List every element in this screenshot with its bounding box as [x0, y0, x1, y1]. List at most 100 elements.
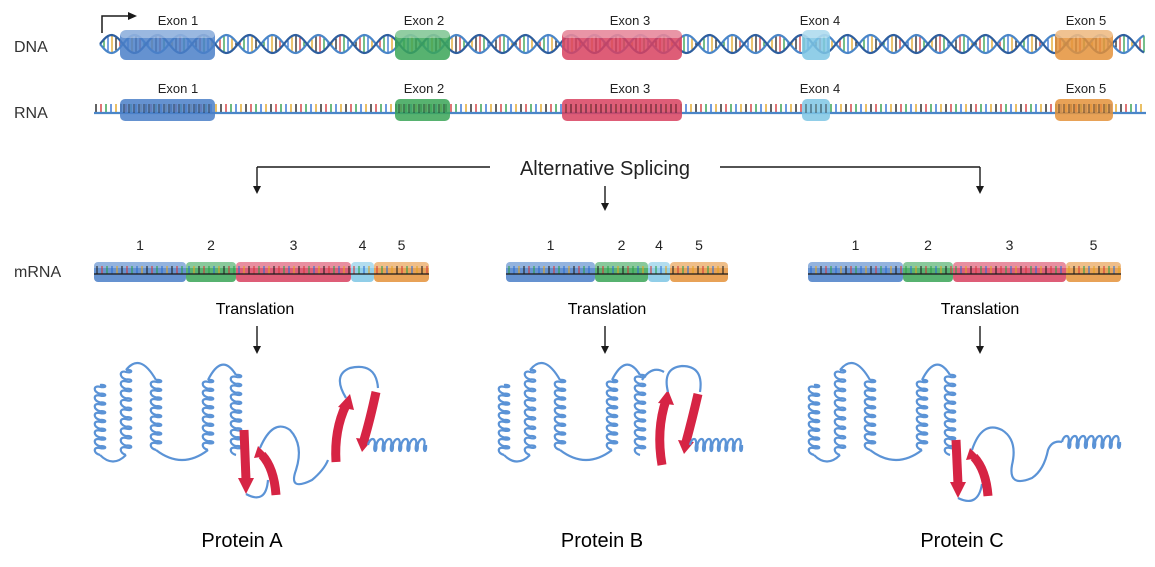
alpha-helix	[93, 383, 107, 457]
protein-b-label: Protein B	[561, 530, 643, 552]
loop	[921, 363, 951, 381]
mrna-exon-number: 2	[618, 237, 626, 253]
loop	[155, 449, 209, 462]
alpha-helix	[229, 373, 243, 457]
beta-strand-arrowhead	[338, 394, 354, 410]
mrna-exon-number: 1	[852, 237, 860, 253]
mrna-exon-number: 1	[547, 237, 555, 253]
alpha-helix	[119, 368, 133, 457]
mrna-exon-number: 5	[695, 237, 703, 253]
alpha-helix	[915, 378, 929, 452]
mrna-exon-number: 2	[924, 237, 932, 253]
dna-label: DNA	[14, 39, 48, 56]
dna-exon-highlight	[1055, 30, 1113, 38]
loop	[839, 361, 871, 381]
loop	[970, 426, 1063, 483]
alpha-helix	[833, 368, 847, 457]
translation-label-b: Translation	[568, 301, 647, 318]
alpha-helix	[553, 378, 567, 452]
mrna-exon-number: 5	[1090, 237, 1098, 253]
alpha-helix	[201, 378, 215, 452]
mrna-exon-number: 4	[655, 237, 663, 253]
loop	[207, 363, 237, 381]
dna-exon-2	[395, 30, 450, 60]
loop	[641, 368, 665, 381]
beta-strand	[239, 429, 251, 481]
loop	[99, 454, 127, 463]
beta-strand	[970, 453, 993, 497]
alpha-helix-c-terminal	[688, 437, 744, 453]
mrna-exon-4	[648, 262, 670, 282]
mrna-exon-number: 5	[398, 237, 406, 253]
beta-strand-arrowhead	[658, 390, 674, 405]
mrna-exon-highlight	[953, 262, 1066, 268]
dna-exon-3	[562, 30, 682, 60]
beta-strand-arrowhead	[254, 446, 268, 458]
loop	[869, 449, 923, 462]
loop	[529, 361, 561, 381]
dna-exon-highlight	[802, 30, 830, 38]
mrna-exon-highlight	[595, 262, 648, 268]
alpha-helix	[523, 368, 537, 457]
transcription-start-arrow	[101, 15, 128, 33]
rna-exon-label: Exon 3	[610, 81, 650, 96]
translation-label-c: Translation	[941, 301, 1020, 318]
beta-strand	[655, 398, 671, 466]
beta-strand-arrowhead	[950, 482, 966, 498]
rna-exon-label: Exon 1	[158, 81, 198, 96]
mrna-exon-highlight	[670, 262, 728, 268]
beta-strand-arrowhead	[966, 448, 980, 460]
dna-exon-label: Exon 3	[610, 13, 650, 28]
alpha-helix-c-terminal	[366, 437, 428, 453]
alpha-helix	[807, 383, 821, 457]
alpha-helix	[149, 378, 163, 452]
beta-strand	[951, 439, 963, 485]
mrna-exon-highlight	[808, 262, 903, 268]
translation-label-a: Translation	[216, 301, 295, 318]
protein-b-structure	[497, 361, 744, 466]
rna-label: RNA	[14, 105, 48, 122]
mrna-exon-1	[506, 262, 595, 282]
mrna-exon-highlight	[1066, 262, 1121, 268]
beta-strand	[359, 391, 381, 442]
mrna-label: mRNA	[14, 264, 61, 281]
loop	[258, 425, 330, 486]
mrna-exon-highlight	[506, 262, 595, 268]
loop	[665, 364, 702, 393]
mrna-exon-highlight	[903, 262, 953, 268]
loop	[503, 454, 531, 463]
alpha-helix	[943, 373, 957, 457]
beta-strand	[331, 403, 351, 463]
mrna-exon-number: 2	[207, 237, 215, 253]
rna-exon-3	[562, 99, 682, 121]
alpha-helix	[605, 378, 619, 452]
loop	[957, 483, 984, 502]
alternative-splicing-label: Alternative Splicing	[520, 158, 690, 180]
alpha-helix-c-terminal	[1060, 434, 1122, 450]
mrna-exon-highlight	[648, 262, 670, 268]
protein-c-label: Protein C	[920, 530, 1003, 552]
mrna-exon-number: 1	[136, 237, 144, 253]
dna-exon-5	[1055, 30, 1113, 60]
dna-exon-label: Exon 4	[800, 13, 840, 28]
dna-exon-highlight	[562, 30, 682, 38]
protein-c-structure	[807, 361, 1122, 502]
protein-a-label: Protein A	[201, 530, 283, 552]
rna-exon-label: Exon 4	[800, 81, 840, 96]
loop	[338, 365, 380, 399]
mrna-strand-b: 1 2 4 5	[506, 237, 728, 282]
alpha-helix	[497, 383, 511, 457]
dna-exon-label: Exon 5	[1066, 13, 1106, 28]
beta-strand	[681, 392, 703, 444]
dna-exon-highlight	[395, 30, 450, 38]
rna-exon-label: Exon 2	[404, 81, 444, 96]
